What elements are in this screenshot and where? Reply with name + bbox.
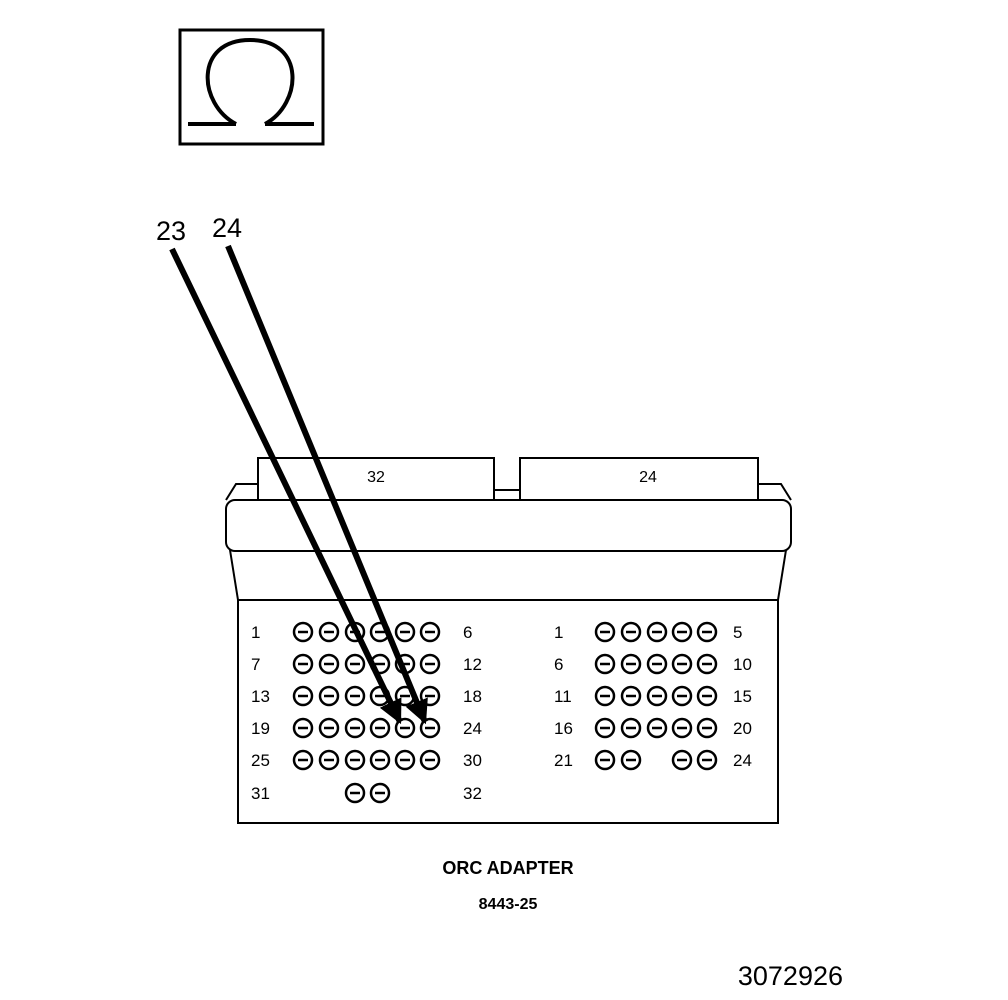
pin-socket — [344, 749, 366, 771]
pin-label: 15 — [733, 687, 752, 706]
pin-socket — [419, 621, 441, 643]
pin-socket — [620, 717, 642, 739]
pin-label: 24 — [733, 751, 752, 770]
pin-socket — [292, 653, 314, 675]
pin-socket — [369, 749, 391, 771]
pin-label: 5 — [733, 623, 742, 642]
callout-23: 23 — [156, 216, 186, 246]
probe-leads — [169, 244, 428, 725]
connector-right: 24 — [519, 457, 759, 501]
pin-socket — [696, 717, 718, 739]
figure-number: 3072926 — [738, 961, 843, 991]
probe-lead-24 — [225, 244, 428, 725]
pin-socket — [292, 621, 314, 643]
pin-socket — [369, 717, 391, 739]
pin-label: 11 — [554, 687, 572, 706]
pin-socket — [419, 685, 441, 707]
pin-socket — [344, 717, 366, 739]
pin-socket — [594, 621, 616, 643]
pin-socket — [671, 653, 693, 675]
pin-socket — [671, 717, 693, 739]
pin-socket — [646, 653, 668, 675]
pin-socket — [344, 685, 366, 707]
pin-socket — [646, 621, 668, 643]
adapter-body — [225, 483, 792, 824]
pin-label: 21 — [554, 751, 573, 770]
pin-socket — [696, 685, 718, 707]
pin-socket — [369, 782, 391, 804]
ohmmeter-icon — [178, 28, 325, 146]
pin-label: 25 — [251, 751, 270, 770]
connector-right-label: 24 — [639, 469, 657, 486]
pin-label: 6 — [554, 655, 563, 674]
caption-part-number: 8443-25 — [479, 896, 538, 913]
connector-left: 32 — [257, 457, 495, 501]
pin-socket — [671, 621, 693, 643]
pin-label: 16 — [554, 719, 573, 738]
pin-label: 12 — [463, 655, 482, 674]
pin-socket — [620, 653, 642, 675]
pin-socket — [646, 685, 668, 707]
pin-label: 20 — [733, 719, 752, 738]
pin-socket — [318, 653, 340, 675]
pin-label: 32 — [463, 784, 482, 803]
pin-socket — [671, 685, 693, 707]
pin-socket — [594, 685, 616, 707]
pin-socket — [419, 749, 441, 771]
pin-socket — [646, 717, 668, 739]
callout-24: 24 — [212, 213, 242, 243]
pin-socket — [292, 749, 314, 771]
pin-socket — [620, 749, 642, 771]
pin-label: 19 — [251, 719, 270, 738]
pin-socket — [594, 653, 616, 675]
pin-label: 10 — [733, 655, 752, 674]
pin-socket — [696, 621, 718, 643]
pin-label: 13 — [251, 687, 270, 706]
pin-label: 18 — [463, 687, 482, 706]
pin-socket — [344, 782, 366, 804]
pin-label: 24 — [463, 719, 482, 738]
pin-label: 1 — [251, 623, 260, 642]
pin-label: 30 — [463, 751, 482, 770]
pin-socket — [620, 621, 642, 643]
pin-label: 6 — [463, 623, 472, 642]
pin-label: 31 — [251, 784, 270, 803]
pin-socket — [394, 621, 416, 643]
pin-socket — [696, 653, 718, 675]
connector-left-label: 32 — [367, 469, 385, 486]
probe-lead-23 — [169, 247, 403, 725]
pin-socket — [594, 749, 616, 771]
pin-socket — [292, 685, 314, 707]
pin-label: 1 — [554, 623, 563, 642]
pin-socket — [318, 621, 340, 643]
caption-title: ORC ADAPTER — [442, 858, 573, 878]
pin-socket — [671, 749, 693, 771]
pin-socket — [394, 749, 416, 771]
pin-socket — [292, 717, 314, 739]
pin-socket — [318, 685, 340, 707]
left-pin-labels: 1 6 7 12 13 18 19 24 25 30 31 32 — [251, 623, 482, 803]
pin-socket — [696, 749, 718, 771]
pin-label: 7 — [251, 655, 260, 674]
pin-socket — [594, 717, 616, 739]
pin-socket — [620, 685, 642, 707]
pin-socket — [344, 653, 366, 675]
pin-socket — [318, 749, 340, 771]
right-pin-labels: 1 5 6 10 11 15 16 20 21 24 — [554, 623, 752, 770]
pin-socket — [318, 717, 340, 739]
pin-socket — [419, 653, 441, 675]
